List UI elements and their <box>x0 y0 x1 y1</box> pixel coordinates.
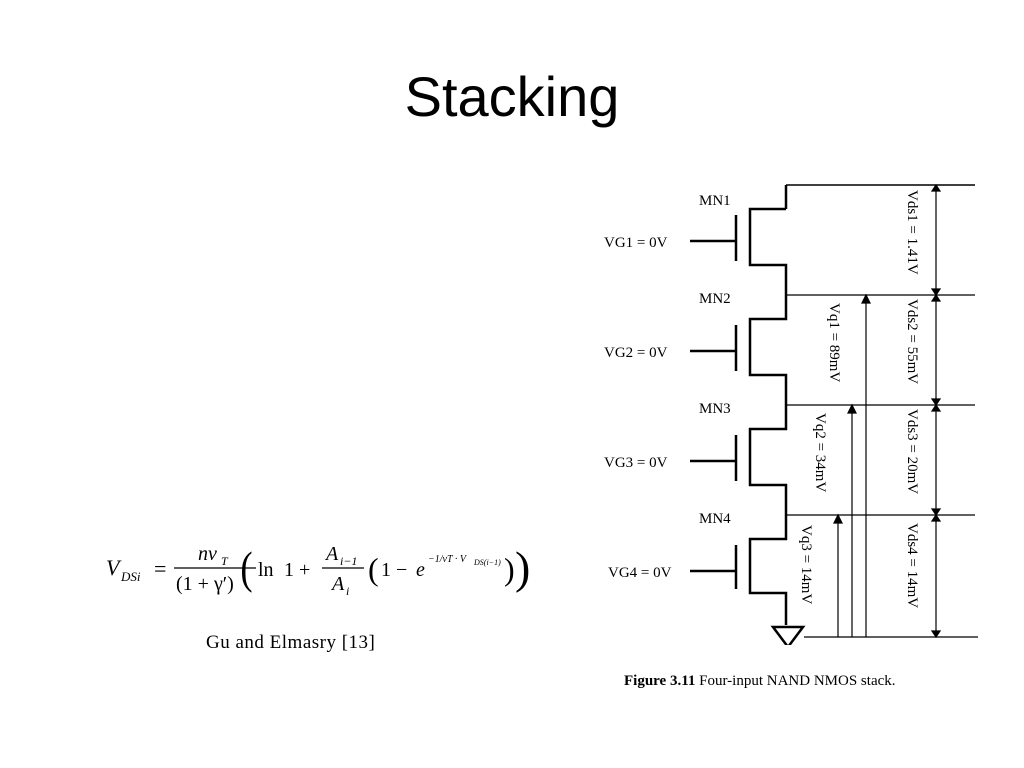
formula-paren-open: ( <box>240 543 252 594</box>
formula-frac2-num: A <box>324 543 339 565</box>
formula-num: nv <box>198 543 217 565</box>
vds3-label: Vds3 = 20mV <box>904 409 920 494</box>
mn3-label: MN3 <box>699 401 731 417</box>
vq2-label: Vq2 = 34mV <box>812 413 828 492</box>
formula-frac2-den-sub: i <box>346 584 349 598</box>
formula-num-sub: T <box>221 554 229 568</box>
vg3-label: VG3 = 0V <box>604 455 668 471</box>
vds1-label: Vds1 = 1.41V <box>904 190 920 275</box>
formula-equals: = <box>154 556 166 581</box>
formula-ln: ln <box>258 559 274 581</box>
nand-stack-figure: MN1 MN2 MN3 MN4 VG1 = 0V VG2 = 0V VG3 = … <box>590 175 990 650</box>
formula-lhs: V <box>106 555 122 580</box>
vds-formula: V DSi = nv T (1 + γ′) ln ( 1 + A i−1 A i… <box>106 538 536 608</box>
formula-den: (1 + γ′) <box>176 573 234 595</box>
slide-title: Stacking <box>404 65 620 128</box>
formula-exp-sub: DS(i−1) <box>473 558 501 567</box>
vds2-label: Vds2 = 55mV <box>904 299 920 384</box>
formula-frac2-den: A <box>330 573 345 595</box>
mn1-label: MN1 <box>699 193 731 209</box>
vq3-label: Vq3 = 14mV <box>798 525 814 604</box>
formula-one-minus: 1 − <box>381 559 407 581</box>
mn3-channel <box>748 405 788 515</box>
caption-text: Four-input NAND NMOS stack. <box>699 673 896 689</box>
figure-caption: Figure 3.11 Four-input NAND NMOS stack. <box>624 673 896 690</box>
caption-label: Figure 3.11 <box>624 673 696 689</box>
formula-paren2-open: ( <box>368 551 379 587</box>
formula-lhs-sub: DSi <box>120 569 141 584</box>
formula-exp-base: e <box>416 559 425 581</box>
vds4-label: Vds4 = 14mV <box>904 523 920 608</box>
vg1-label: VG1 = 0V <box>604 235 668 251</box>
vg4-label: VG4 = 0V <box>608 565 672 581</box>
nand-stack-diagram: MN1 MN2 MN3 MN4 VG1 = 0V VG2 = 0V VG3 = … <box>604 183 978 650</box>
formula-frac2-num-sub: i−1 <box>340 554 357 568</box>
mn4-label: MN4 <box>699 511 731 527</box>
formula-graphic: V DSi = nv T (1 + γ′) ln ( 1 + A i−1 A i… <box>106 542 530 598</box>
formula-paren2-close: ) <box>504 551 515 587</box>
citation: Gu and Elmasry [13] <box>206 632 376 653</box>
mn2-label: MN2 <box>699 291 731 307</box>
ground-icon <box>770 625 806 650</box>
formula-exp-text: −1/vT · V <box>428 554 468 565</box>
vg2-label: VG2 = 0V <box>604 345 668 361</box>
vq1-label: Vq1 = 89mV <box>826 303 842 382</box>
formula-one: 1 + <box>284 559 310 581</box>
mn1-channel <box>748 207 788 295</box>
formula-paren-close: ) <box>515 542 530 593</box>
mn4-channel <box>748 515 788 625</box>
mn2-channel <box>748 295 788 405</box>
